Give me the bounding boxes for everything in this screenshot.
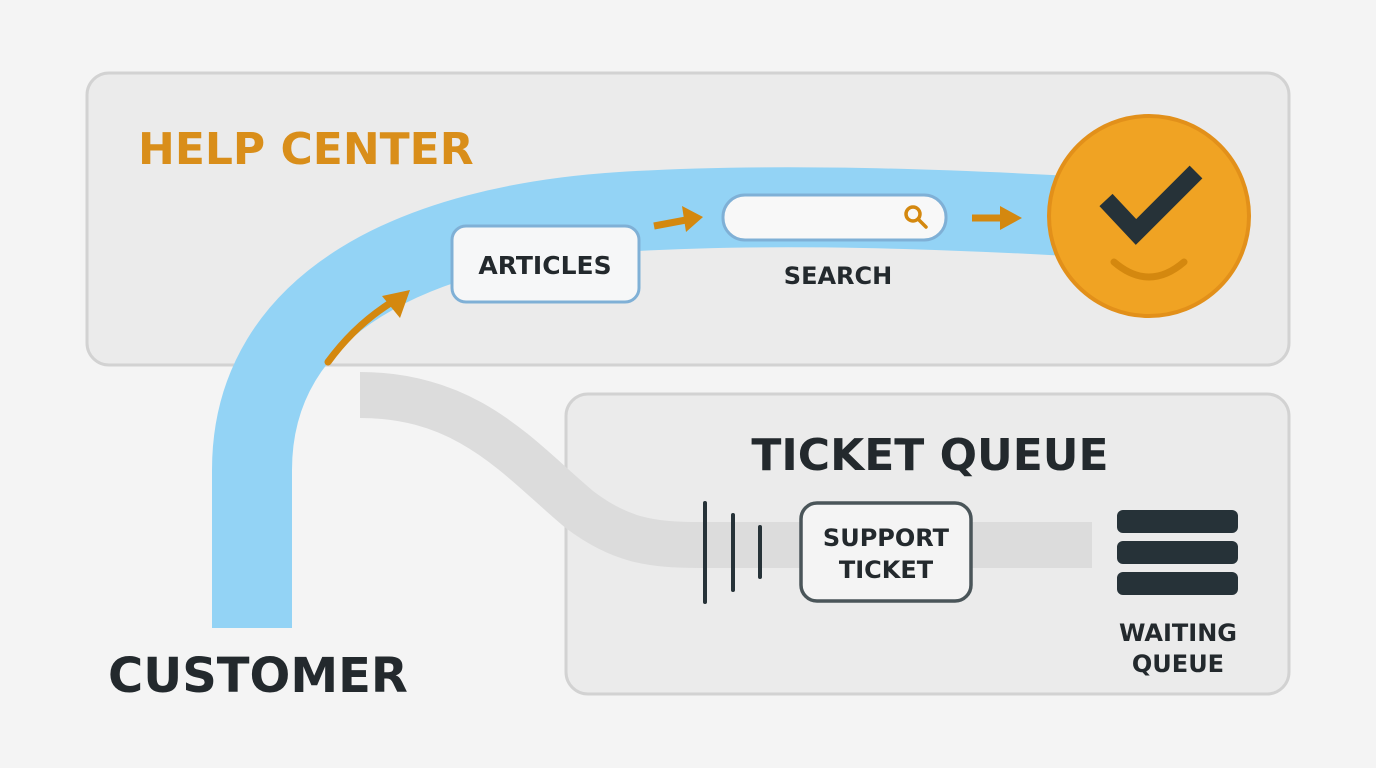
flow-arrow-icon bbox=[653, 206, 703, 232]
ticket-queue-title: TICKET QUEUE bbox=[751, 430, 1108, 481]
support-ticket-line1: SUPPORT bbox=[823, 524, 950, 552]
customer-label: CUSTOMER bbox=[108, 648, 408, 704]
articles-button[interactable]: ARTICLES bbox=[450, 224, 641, 304]
search-icon[interactable] bbox=[904, 205, 928, 229]
success-check-icon bbox=[1047, 114, 1251, 318]
waiting-queue-line2: QUEUE bbox=[1132, 650, 1224, 678]
help-center-title: HELP CENTER bbox=[138, 124, 474, 175]
support-ticket-line2: TICKET bbox=[839, 556, 934, 584]
queue-stack-icon bbox=[1117, 510, 1238, 595]
articles-label: ARTICLES bbox=[478, 251, 611, 280]
motion-lines-icon bbox=[703, 501, 762, 604]
search-label: SEARCH bbox=[784, 262, 892, 290]
search-input[interactable] bbox=[721, 193, 948, 242]
waiting-queue-line1: WAITING bbox=[1119, 619, 1237, 647]
support-ticket-card[interactable]: SUPPORT TICKET bbox=[799, 501, 973, 603]
ticket-path bbox=[359, 372, 1092, 568]
flow-arrow-icon bbox=[972, 206, 1022, 230]
flow-arrow-icon bbox=[324, 290, 410, 366]
